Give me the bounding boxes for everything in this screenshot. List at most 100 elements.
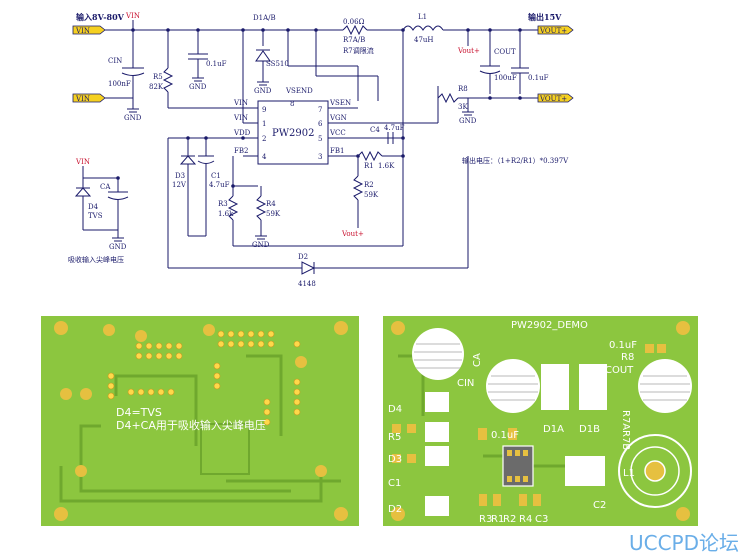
r3-label: R3 xyxy=(218,200,228,208)
formula: 输出电压：（1+R2/R1）*0.397V xyxy=(462,156,569,165)
r2-label: R2 xyxy=(364,181,374,189)
r4-label: R4 xyxy=(266,200,276,208)
pcb-label-r1: R1 xyxy=(491,514,504,525)
absorb-note: 吸收输入尖峰电压 xyxy=(68,255,124,264)
ic-pin-left-num-4: 4 xyxy=(262,153,267,161)
ic-pin-left-2: VIN xyxy=(233,114,248,122)
ic-pin-left-num-1: 9 xyxy=(262,106,266,114)
label-gnd-6: GND xyxy=(109,243,127,251)
pcb-label-r7b: R7B xyxy=(620,430,631,450)
ic-pin-right-1: VSEN xyxy=(329,99,351,107)
port-vout-bottom: VOUT+ xyxy=(539,95,567,103)
schematic: 输入8V-80V 输出15V VIN VIN VOUT+ VOUT+ VIN V… xyxy=(68,12,574,288)
d4-value: TVS xyxy=(88,212,103,220)
r4-value: 59K xyxy=(266,210,281,218)
pcb-label-d2: D2 xyxy=(388,504,402,515)
c1-value: 4.7uF xyxy=(209,181,230,189)
watermark: UCCPD论坛 xyxy=(628,531,739,555)
pcb-label-d4: D4 xyxy=(388,404,402,415)
c01-value: 0.1uF xyxy=(206,60,227,68)
ic-pin-left-3: VDD xyxy=(233,129,251,137)
ic-pin-top-num: 8 xyxy=(290,100,294,108)
pcb-label-l1: L1 xyxy=(623,468,635,479)
ic-pin-right-num-1: 7 xyxy=(318,106,322,114)
ic-pin-right-2: VGN xyxy=(329,114,347,122)
port-vin-bottom: VIN xyxy=(75,95,90,103)
r7-value: 0.06Ω xyxy=(343,18,365,26)
pcb-note-tvs: D4=TVS xyxy=(116,406,162,419)
ic-pin-left-num-3: 2 xyxy=(262,135,266,143)
pcb-label-cap-01-a: 0.1uF xyxy=(491,430,519,441)
net-vin-tvs: VIN xyxy=(75,158,90,166)
pcb-label-ca: CA xyxy=(472,353,483,367)
ic-pin-right-4: FB1 xyxy=(330,147,344,155)
r1-label: R1 xyxy=(364,162,374,170)
pcb-label-cin: CIN xyxy=(457,378,474,389)
label-gnd-3: GND xyxy=(254,87,272,95)
d3-label: D3 xyxy=(175,172,185,180)
ic-pin-left-4: FB2 xyxy=(234,147,248,155)
cin-label: CIN xyxy=(108,57,122,65)
r3-value: 1.6k xyxy=(218,210,234,218)
c4-value: 4.7uF xyxy=(384,124,405,132)
pcb-label-r2: R2 xyxy=(503,514,516,525)
r7-note: R7调限流 xyxy=(343,46,374,55)
ic-pin-left-num-2: 1 xyxy=(262,120,266,128)
ic-pin-right-num-3: 5 xyxy=(318,135,322,143)
pcb-label-r4: R4 xyxy=(519,514,532,525)
pcb-label-c3: C3 xyxy=(535,514,548,525)
pcb-label-d1b: D1B xyxy=(579,424,600,435)
label-gnd-4: GND xyxy=(459,117,477,125)
pcb-label-cout: COUT xyxy=(605,365,634,376)
label-gnd-1: GND xyxy=(124,114,142,122)
c1-label: C1 xyxy=(211,172,221,180)
pcb-bottom-view: D4=TVS D4+CA用于吸收输入尖峰电压 xyxy=(41,316,359,526)
d2-value: 4148 xyxy=(298,280,316,288)
d1-label: D1A/B xyxy=(253,14,276,22)
ic-pin-right-num-2: 6 xyxy=(318,120,323,128)
pcb-title: PW2902_DEMO xyxy=(511,320,588,331)
pcb-label-d1a: D1A xyxy=(543,424,564,435)
pcb-label-c2: C2 xyxy=(593,500,606,511)
pcb-label-r7a: R7A xyxy=(620,410,631,430)
net-vout-red: Vout+ xyxy=(457,47,480,55)
cout-label: COUT xyxy=(494,48,516,56)
net-vin-red: VIN xyxy=(125,12,140,20)
pcb-label-r5: R5 xyxy=(388,432,401,443)
d3-value: 12V xyxy=(172,181,187,189)
pcb-note-absorb: D4+CA用于吸收输入尖峰电压 xyxy=(116,418,266,432)
title-output: 输出15V xyxy=(528,12,562,22)
label-gnd-2: GND xyxy=(189,83,207,91)
ic-pin-right-3: VCC xyxy=(329,129,346,137)
r1-value: 1.6K xyxy=(378,162,395,170)
pcb-label-d3: D3 xyxy=(388,454,402,465)
ic-pin-left-1: VIN xyxy=(233,99,248,107)
label-gnd-5: GND xyxy=(252,241,270,249)
d1-part: SS510 xyxy=(266,60,289,68)
ic-pin-top: VSEND xyxy=(285,87,313,95)
pcb-top-view: PW2902_DEMO CA CIN D4 R5 D3 C1 D2 0.1uF … xyxy=(383,316,698,526)
l1-value: 47uH xyxy=(414,36,434,44)
d4-label: D4 xyxy=(88,203,99,211)
r8-label: R8 xyxy=(458,85,468,93)
c4-label: C4 xyxy=(370,126,380,134)
ic-pin-right-num-4: 3 xyxy=(318,153,322,161)
r7-label: R7A/B xyxy=(343,36,365,44)
port-vin-top: VIN xyxy=(75,27,90,35)
port-vout-top: VOUT+ xyxy=(539,27,567,35)
cout-value: 100uF xyxy=(494,74,517,82)
pcb-label-cap-01-b: 0.1uF xyxy=(609,340,637,351)
pcb-label-r3: R3 xyxy=(479,514,492,525)
pcb-label-r8: R8 xyxy=(621,352,634,363)
cin-value: 100nF xyxy=(108,80,131,88)
r2-value: 59K xyxy=(364,191,379,199)
title-input-range: 输入8V-80V xyxy=(76,12,125,22)
d2-label: D2 xyxy=(298,253,308,261)
r5-label: R5 xyxy=(153,73,163,81)
pcb-label-c1: C1 xyxy=(388,478,401,489)
ic-name: PW2902 xyxy=(272,128,314,139)
r8-value: 3K xyxy=(458,103,468,111)
ca-label: CA xyxy=(100,183,111,191)
net-vout-r2: Vout+ xyxy=(341,230,364,238)
r5-value: 82K xyxy=(149,83,164,91)
